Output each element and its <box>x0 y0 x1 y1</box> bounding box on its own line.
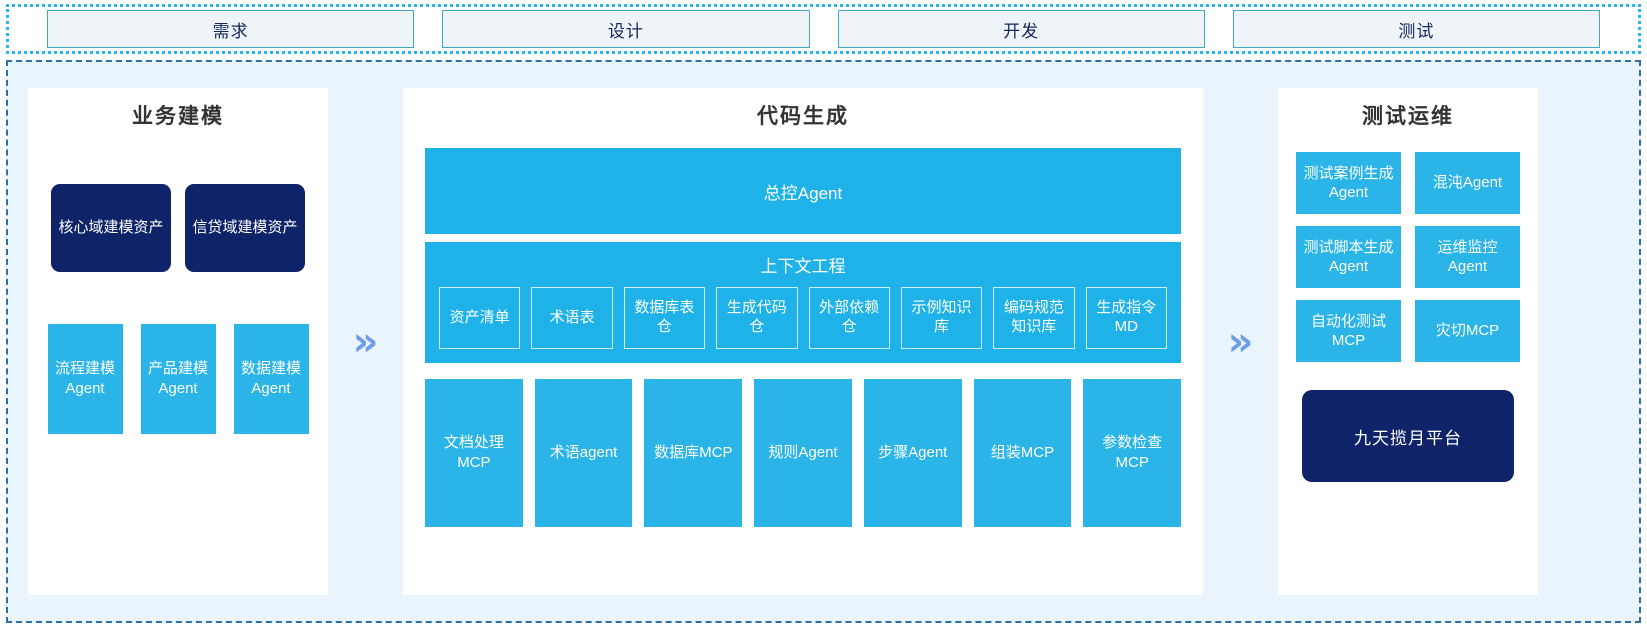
jiutian-lanyue-platform[interactable]: 九天揽月平台 <box>1302 390 1514 482</box>
panel-business-modeling: 业务建模 核心域建模资产 信贷域建模资产 流程建模Agent 产品建模Agent… <box>28 88 328 595</box>
context-item-example-knowledge-base[interactable]: 示例知识库 <box>900 287 983 349</box>
panel-code-generation: 代码生成 总控Agent 上下文工程 资产清单 术语表 数据库表仓 生成代码仓 … <box>403 88 1203 595</box>
test-case-generation-agent[interactable]: 测试案例生成Agent <box>1296 152 1401 214</box>
agent-product-modeling[interactable]: 产品建模Agent <box>140 324 216 434</box>
tool-glossary-agent[interactable]: 术语agent <box>534 379 633 527</box>
context-engineering-block: 上下文工程 资产清单 术语表 数据库表仓 生成代码仓 外部依赖仓 示例知识库 编… <box>425 242 1181 363</box>
business-asset-row: 核心域建模资产 信贷域建模资产 <box>51 184 305 272</box>
context-items-row: 资产清单 术语表 数据库表仓 生成代码仓 外部依赖仓 示例知识库 编码规范知识库… <box>439 287 1167 349</box>
tool-step-agent[interactable]: 步骤Agent <box>863 379 962 527</box>
agent-data-modeling[interactable]: 数据建模Agent <box>233 324 309 434</box>
business-agent-row: 流程建模Agent 产品建模Agent 数据建模Agent <box>47 324 309 434</box>
stage-box-design[interactable]: 设计 <box>442 10 810 48</box>
disaster-recovery-mcp[interactable]: 灾切MCP <box>1415 300 1520 362</box>
automated-testing-mcp[interactable]: 自动化测试MCP <box>1296 300 1401 362</box>
test-ops-grid: 测试案例生成Agent 混沌Agent 测试脚本生成Agent 运维监控Agen… <box>1278 152 1538 362</box>
chevron-right-icon-2: » <box>1227 318 1254 365</box>
panel-test-operations: 测试运维 测试案例生成Agent 混沌Agent 测试脚本生成Agent 运维监… <box>1278 88 1538 595</box>
tool-parameter-check-mcp[interactable]: 参数检查MCP <box>1083 379 1182 527</box>
pipeline-stage-bar: 需求 设计 开发 测试 <box>6 4 1641 54</box>
chaos-agent[interactable]: 混沌Agent <box>1415 152 1520 214</box>
asset-core-domain-modeling[interactable]: 核心域建模资产 <box>51 184 171 272</box>
context-item-external-dependency-repo[interactable]: 外部依赖仓 <box>808 287 890 349</box>
context-item-asset-list[interactable]: 资产清单 <box>439 287 521 349</box>
agent-process-modeling[interactable]: 流程建模Agent <box>47 324 123 434</box>
panel-title-test-operations: 测试运维 <box>1362 105 1454 128</box>
tool-assembly-mcp[interactable]: 组装MCP <box>973 379 1072 527</box>
context-item-db-table-repo[interactable]: 数据库表仓 <box>623 287 706 349</box>
panel-title-business-modeling: 业务建模 <box>132 105 224 128</box>
master-control-agent[interactable]: 总控Agent <box>425 148 1181 234</box>
context-item-glossary[interactable]: 术语表 <box>531 287 613 349</box>
panel-title-code-generation: 代码生成 <box>757 105 849 128</box>
chevron-right-icon-1: » <box>352 318 379 365</box>
stage-box-development[interactable]: 开发 <box>837 10 1205 48</box>
test-script-generation-agent[interactable]: 测试脚本生成Agent <box>1296 226 1401 288</box>
stage-box-testing[interactable]: 测试 <box>1232 10 1600 48</box>
context-engineering-title: 上下文工程 <box>760 257 846 276</box>
architecture-diagram-area: 业务建模 核心域建模资产 信贷域建模资产 流程建模Agent 产品建模Agent… <box>6 60 1641 623</box>
asset-credit-domain-modeling[interactable]: 信贷域建模资产 <box>185 184 305 272</box>
tool-agent-row: 文档处理MCP 术语agent 数据库MCP 规则Agent 步骤Agent 组… <box>425 379 1182 527</box>
tool-document-processing-mcp[interactable]: 文档处理MCP <box>425 379 523 527</box>
stage-box-requirement[interactable]: 需求 <box>47 10 415 48</box>
tool-rule-agent[interactable]: 规则Agent <box>754 379 852 527</box>
tool-database-mcp[interactable]: 数据库MCP <box>644 379 743 527</box>
context-item-generated-code-repo[interactable]: 生成代码仓 <box>716 287 798 349</box>
context-item-coding-standard-knowledge-base[interactable]: 编码规范知识库 <box>993 287 1075 349</box>
operations-monitoring-agent[interactable]: 运维监控Agent <box>1415 226 1520 288</box>
context-item-generation-instruction-md[interactable]: 生成指令MD <box>1085 287 1167 349</box>
